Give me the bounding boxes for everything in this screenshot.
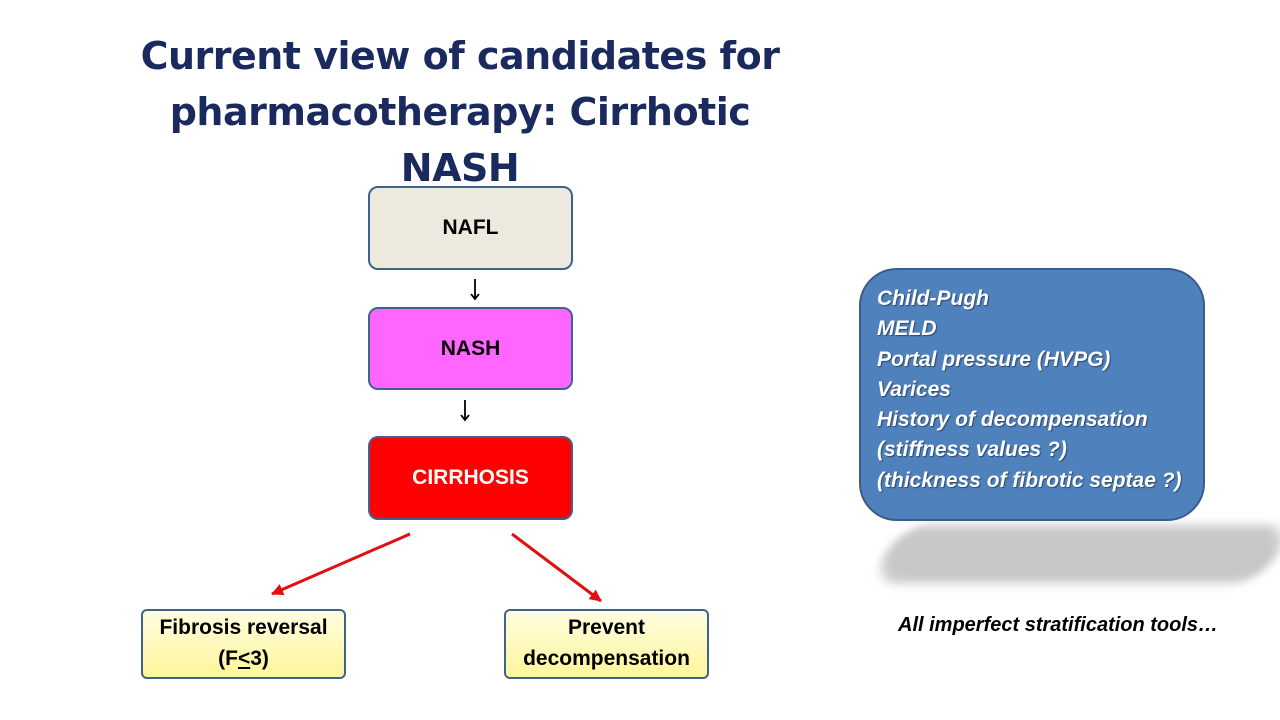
stratification-tools-box: Child-Pugh MELD Portal pressure (HVPG) V… <box>859 268 1205 521</box>
node-cirrhosis: CIRRHOSIS <box>368 436 573 520</box>
tools-box-shadow <box>870 525 1280 583</box>
tool-item: History of decompensation <box>877 408 1148 432</box>
title-line-1: Current view of candidates for <box>140 34 780 78</box>
fibrosis-stage-symbol: < <box>237 647 251 670</box>
tool-item: MELD <box>877 317 937 341</box>
node-nafl-label: NAFL <box>442 216 499 239</box>
outcome-fibrosis-reversal: Fibrosis reversal (F<3) <box>141 609 346 679</box>
fibrosis-stage-prefix: (F <box>218 647 238 670</box>
node-nafl: NAFL <box>368 186 573 270</box>
fibrosis-stage-suffix: 3) <box>250 647 269 670</box>
node-nash-label: NASH <box>440 336 501 360</box>
arrow-to-prevent-decompensation <box>511 532 602 603</box>
outcome-prevent-line-2: decompensation <box>523 647 690 670</box>
outcome-fibrosis-line-1: Fibrosis reversal <box>159 616 328 639</box>
tool-item: (stiffness values ?) <box>877 438 1067 462</box>
tool-item: (thickness of fibrotic septae ?) <box>877 468 1182 492</box>
tool-item: Child-Pugh <box>877 287 989 310</box>
outcome-fibrosis-line-2: (F<3) <box>143 643 344 674</box>
node-cirrhosis-label: CIRRHOSIS <box>412 466 529 489</box>
footnote: All imperfect stratification tools… <box>898 614 1219 636</box>
node-nash: NASH <box>368 307 573 390</box>
outcome-prevent-decompensation: Prevent decompensation <box>504 609 709 679</box>
title-line-2: pharmacotherapy: Cirrhotic NASH <box>169 90 751 190</box>
tool-item: Varices <box>877 377 951 401</box>
arrow-to-fibrosis-reversal <box>271 532 411 596</box>
outcome-prevent-line-1: Prevent <box>567 616 646 639</box>
page-title: Current view of candidates for pharmacot… <box>110 28 810 196</box>
tool-item: Portal pressure (HVPG) <box>877 347 1111 371</box>
